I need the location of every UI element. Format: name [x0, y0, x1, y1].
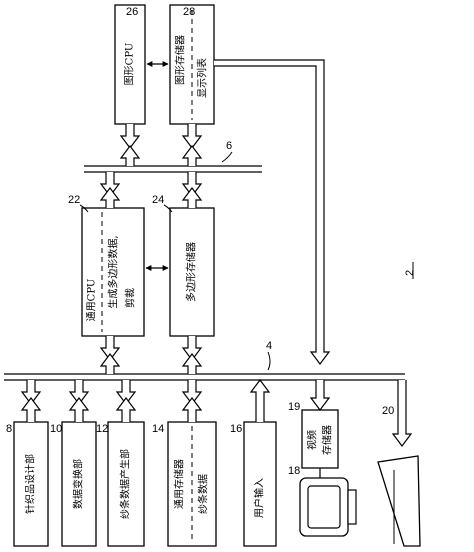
figure-label: 2: [404, 270, 416, 276]
clipping-label: 剪裁: [124, 288, 137, 308]
user-input-ref: 16: [230, 423, 242, 435]
graphics-cpu-label: 图形CPU: [124, 43, 136, 86]
video-memory-ref: 19: [288, 401, 300, 413]
main-bus: [4, 373, 405, 381]
graphics-cpu-ref: 26: [126, 6, 138, 18]
display-list-label: 显示列表: [196, 58, 209, 98]
polygon-memory-leader: [163, 204, 173, 213]
general-memory-label: 通用存储器: [173, 459, 186, 509]
video-memory-label: 存储器: [321, 425, 334, 455]
polygon-memory-ref: 24: [152, 194, 164, 206]
monitor-ref: 18: [288, 465, 300, 477]
knit-design-label: 针织品设计部: [24, 454, 37, 514]
yarn-data-gen-block: [107, 421, 145, 547]
data-convert-ref: 10: [50, 423, 62, 435]
monitor-icon: [299, 477, 357, 537]
video-memory-block: [301, 409, 339, 469]
knit-design-ref: 8: [6, 423, 12, 435]
general-cpu-block: [81, 207, 145, 337]
printer-ref: 20: [382, 405, 394, 417]
graphics-memory-label: 图形存储器: [174, 35, 187, 85]
main-bus-leader: [267, 351, 271, 371]
video-label: 视频: [306, 430, 319, 450]
graphics-bus-ref: 6: [226, 140, 232, 152]
general-cpu-leader: [79, 204, 89, 213]
connectors: [20, 59, 413, 447]
printer-icon: [377, 455, 421, 547]
graphics-bus: [84, 165, 262, 173]
main-bus-ref: 4: [266, 340, 272, 352]
yarn-data-gen-ref: 12: [96, 423, 108, 435]
user-input-block: [243, 421, 277, 547]
polygon-memory-label: 多边形存储器: [185, 242, 198, 302]
data-convert-block: [61, 421, 97, 547]
polygon-gen-label: 生成多边形数据,: [107, 235, 120, 308]
yarn-data-label: 纱条数据: [197, 474, 210, 514]
data-convert-label: 数据变换部: [72, 459, 85, 509]
graphics-bus-leader: [221, 151, 233, 163]
graphics-memory-ref: 28: [183, 6, 195, 18]
general-cpu-ref: 22: [68, 194, 80, 206]
graphics-cpu-block: [114, 4, 146, 125]
general-memory-ref: 14: [152, 423, 164, 435]
user-input-label: 用户输入: [253, 478, 266, 518]
polygon-memory-block: [169, 207, 215, 337]
knit-design-block: [13, 421, 49, 547]
yarn-data-gen-label: 纱条数据产生部: [119, 449, 132, 519]
general-cpu-label: 通用CPU: [86, 279, 98, 322]
